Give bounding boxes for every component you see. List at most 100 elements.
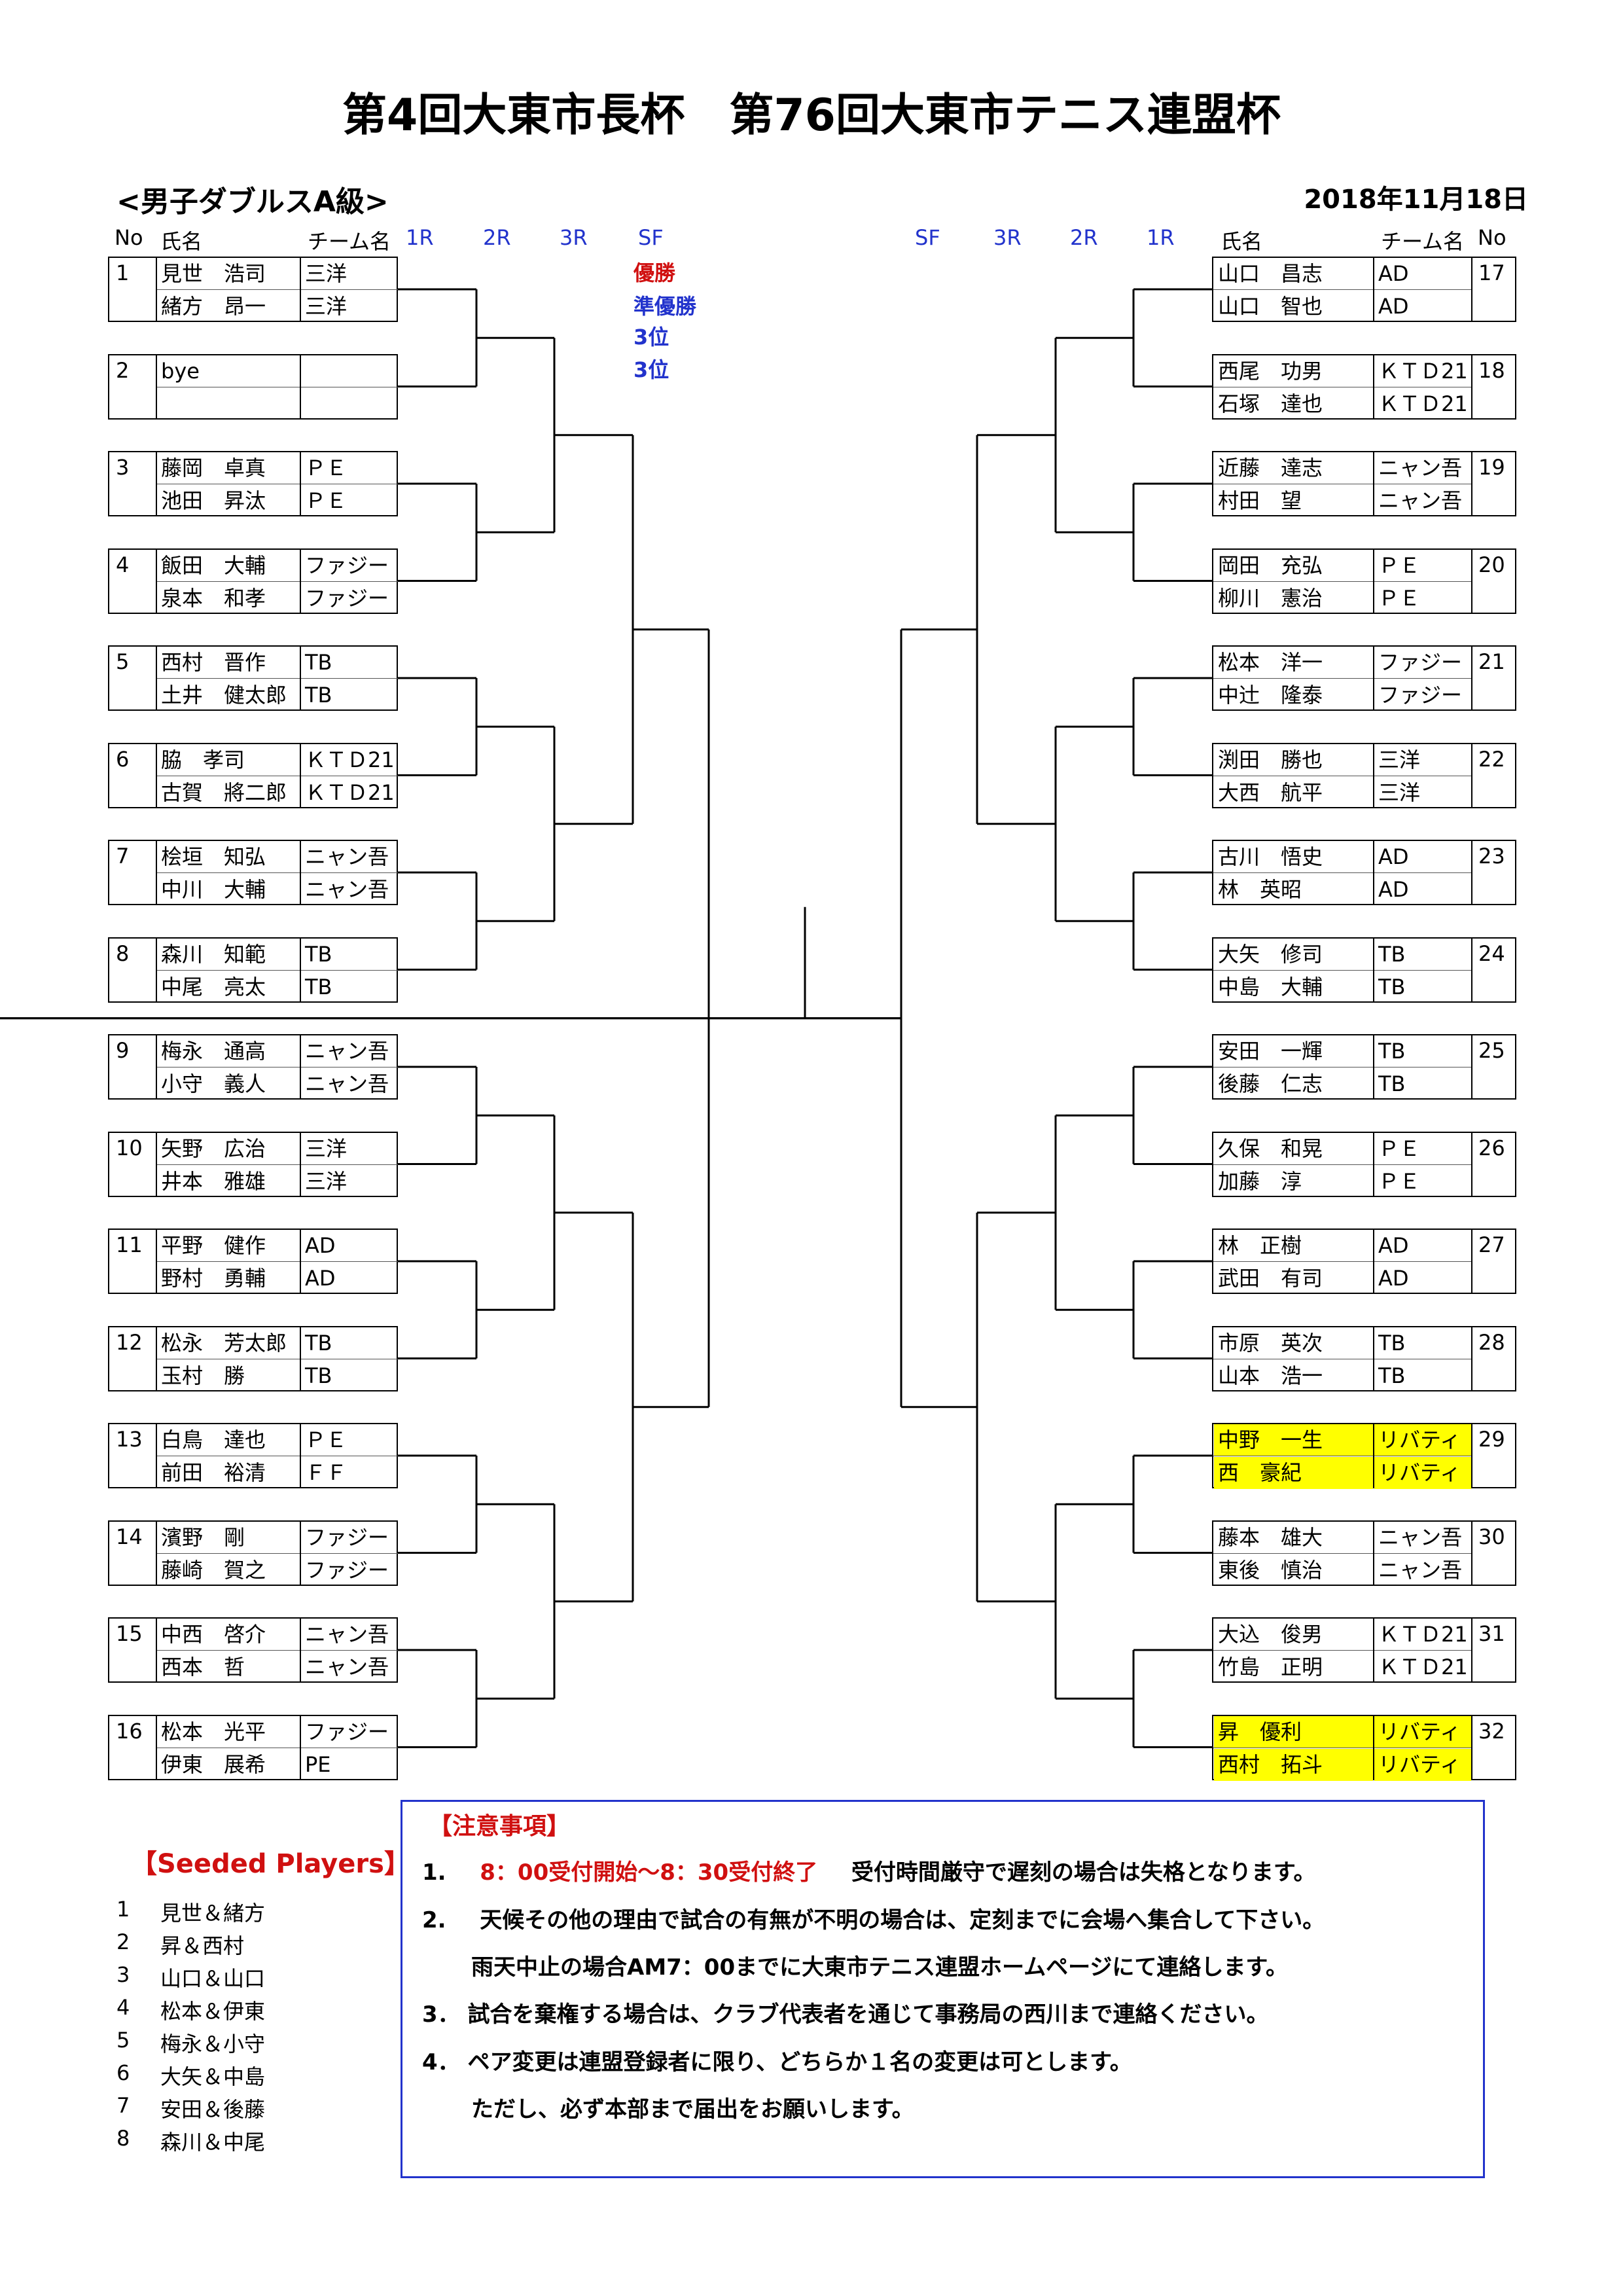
- team-name: TB: [1378, 1363, 1406, 1388]
- column-divider: [1373, 1327, 1374, 1390]
- column-divider: [300, 647, 301, 709]
- seed-pair: 大矢＆中島: [160, 2064, 266, 2089]
- column-divider: [156, 647, 157, 709]
- player-name: 松本 光平: [161, 1719, 266, 1744]
- entry-number: 13: [116, 1427, 143, 1452]
- notes-box: 【注意事項】 1. 8：00受付開始～8：30受付終了 受付時間厳守で遅刻の場合…: [401, 1800, 1485, 2178]
- player-name: 渕田 勝也: [1218, 747, 1323, 772]
- column-divider: [1373, 1521, 1374, 1585]
- column-divider: [1373, 938, 1374, 1001]
- team-name: ＰＥ: [305, 456, 348, 480]
- note-2b-text: 雨天中止の場合AM7：00までに大東市テニス連盟ホームページにて連絡します。: [471, 1954, 1289, 1981]
- player-name: 西 豪紀: [1214, 1457, 1373, 1489]
- player-name: 山口 昌志: [1218, 261, 1323, 286]
- player-name: 小守 義人: [161, 1071, 266, 1096]
- player-name: 中川 大輔: [161, 877, 266, 902]
- column-divider: [156, 1035, 157, 1098]
- column-divider: [1471, 1230, 1472, 1293]
- column-divider: [156, 1230, 157, 1293]
- team-name: ＰＥ: [1378, 1136, 1421, 1161]
- team-name: ファジー: [305, 585, 389, 611]
- column-divider: [1471, 938, 1472, 1001]
- player-name: 古川 悟史: [1218, 844, 1323, 869]
- team-name: AD: [1378, 294, 1409, 319]
- column-divider: [1373, 452, 1374, 515]
- note-1: 1. 8：00受付開始～8：30受付終了 受付時間厳守で遅刻の場合は失格となりま…: [422, 1854, 1316, 1886]
- column-divider: [300, 938, 301, 1001]
- team-name: ニャン吾: [1378, 1557, 1463, 1583]
- note-3-text: 試合を棄権する場合は、クラブ代表者を通じて事務局の西川まで連絡ください。: [467, 2001, 1269, 2028]
- row-divider: [1213, 1164, 1472, 1165]
- team-name: ＦＦ: [305, 1460, 348, 1485]
- entry-number: 26: [1478, 1135, 1505, 1160]
- entry-number: 5: [116, 649, 130, 674]
- team-name: ファジー: [305, 1557, 389, 1583]
- player-name: 前田 裕清: [161, 1460, 266, 1485]
- team-name: ファジー: [305, 552, 389, 578]
- team-name: 三洋: [305, 1136, 348, 1161]
- team-name: ニャン吾: [1378, 456, 1463, 480]
- seed-pair: 松本＆伊東: [160, 1999, 266, 2024]
- entry-number: 1: [116, 260, 130, 285]
- team-name: TB: [305, 974, 332, 999]
- column-divider: [300, 1230, 301, 1293]
- column-divider: [300, 1521, 301, 1585]
- header-1r-right: 1R: [1147, 225, 1175, 250]
- column-divider: [1373, 355, 1374, 418]
- entry-number: 28: [1478, 1329, 1505, 1355]
- seed-number: 4: [116, 1995, 130, 2020]
- column-divider: [1471, 1521, 1472, 1585]
- seeded-title: 【Seeded Players】: [131, 1849, 410, 1879]
- team-name: ＫＴＤ21: [1378, 1655, 1468, 1679]
- team-name: 三洋: [1378, 747, 1421, 772]
- player-name: 泉本 和孝: [161, 585, 266, 611]
- team-name: AD: [1378, 1233, 1409, 1258]
- team-name: 三洋: [305, 261, 348, 286]
- row-divider: [156, 969, 399, 971]
- entry-number: 25: [1478, 1038, 1505, 1063]
- player-name: 市原 英次: [1218, 1330, 1323, 1355]
- row-divider: [156, 872, 399, 873]
- row-divider: [156, 1650, 399, 1651]
- note-4-text: ペア変更は連盟登録者に限り、どちらか１名の変更は可とします。: [467, 2049, 1132, 2075]
- column-divider: [1471, 258, 1472, 321]
- entry-number: 10: [116, 1135, 143, 1160]
- seed-pair: 森川＆中尾: [160, 2130, 266, 2155]
- player-name: 土井 健太郎: [161, 683, 287, 708]
- column-divider: [1471, 1424, 1472, 1487]
- column-divider: [1471, 1132, 1472, 1196]
- seed-number: 6: [116, 2060, 130, 2085]
- entry-number: 8: [116, 941, 130, 966]
- entry-number: 14: [116, 1524, 143, 1549]
- player-name: 松永 芳太郎: [161, 1330, 287, 1355]
- column-divider: [1471, 841, 1472, 904]
- player-name: 森川 知範: [161, 941, 266, 967]
- row-divider: [1213, 581, 1472, 582]
- column-divider: [156, 258, 157, 321]
- team-name: リバティ: [1374, 1715, 1471, 1748]
- column-divider: [300, 1132, 301, 1196]
- column-divider: [156, 841, 157, 904]
- player-name: 中島 大輔: [1218, 974, 1323, 999]
- entry-number: 18: [1478, 357, 1505, 383]
- column-divider: [1471, 1715, 1472, 1779]
- team-name: ニャン吾: [305, 844, 389, 869]
- team-name: PE: [305, 1751, 331, 1777]
- column-divider: [1471, 355, 1472, 418]
- team-name: 三洋: [1378, 780, 1421, 805]
- seed-pair: 山口＆山口: [160, 1966, 266, 1991]
- column-divider: [156, 1327, 157, 1390]
